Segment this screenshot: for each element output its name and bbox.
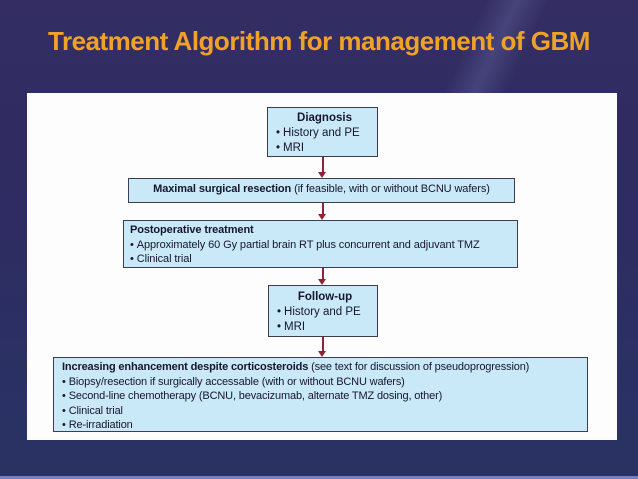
arrow-line <box>321 337 324 352</box>
bullet-text: History and PE <box>283 127 360 139</box>
flow-arrow-down <box>318 157 327 178</box>
arrow-head-icon <box>318 351 326 357</box>
arrow-line <box>321 268 324 280</box>
bullet-dot: • <box>277 306 282 318</box>
bullet-item: •MRI <box>277 320 373 335</box>
flow-arrow-down <box>318 268 327 285</box>
bullet-dot: • <box>276 127 281 139</box>
bullet-dot: • <box>62 376 66 389</box>
arrow-head-icon <box>318 172 326 178</box>
bullet-text: Re-irradiation <box>68 418 133 431</box>
bullet-item: •Approximately 60 Gy partial brain RT pl… <box>130 238 511 253</box>
flow-arrow-down <box>318 203 327 220</box>
flow-box-recurrence-management: Increasing enhancement despite corticost… <box>53 357 588 432</box>
box-title: Postoperative treatment <box>130 224 254 236</box>
bullet-item: •Re-irradiation <box>62 418 579 432</box>
arrow-line <box>321 157 324 173</box>
box-title-suffix: (if feasible, with or without BCNU wafer… <box>291 183 490 195</box>
bullet-dot: • <box>62 390 66 403</box>
bullet-dot: • <box>130 238 134 251</box>
flow-arrow-down <box>318 337 327 357</box>
arrow-head-icon <box>318 214 326 220</box>
flow-box-diagnosis: Diagnosis •History and PE •MRI <box>267 107 378 157</box>
bullet-text: MRI <box>283 142 305 154</box>
box-title: Diagnosis <box>297 112 352 124</box>
box-title-row: Increasing enhancement despite corticost… <box>62 360 579 374</box>
bullet-dot: • <box>276 142 281 154</box>
bullet-text: Clinical trial <box>136 253 192 265</box>
bullet-item: •Second-line chemotherapy (BCNU, bevaciz… <box>62 389 579 403</box>
box-title: Maximal surgical resection <box>153 183 292 195</box>
bullet-dot: • <box>130 253 134 265</box>
bullet-text: MRI <box>284 321 306 333</box>
arrow-line <box>321 203 324 215</box>
bullet-item: •Clinical trial <box>130 252 511 267</box>
arrow-head-icon <box>318 279 326 285</box>
bullet-item: •MRI <box>276 141 373 156</box>
bullet-text: Approximately 60 Gy partial brain RT plu… <box>136 238 480 251</box>
flowchart-panel: Diagnosis •History and PE •MRI Maximal s… <box>27 93 617 440</box>
box-title: Increasing enhancement despite corticost… <box>62 361 309 373</box>
box-title: Follow-up <box>297 291 353 303</box>
bullet-text: Clinical trial <box>68 404 123 417</box>
box-title-suffix: (see text for discussion of pseudoprogre… <box>308 361 530 373</box>
bullet-dot: • <box>62 404 66 417</box>
bullet-text: Second-line chemotherapy (BCNU, bevacizu… <box>68 390 443 403</box>
flow-box-follow-up: Follow-up •History and PE •MRI <box>268 285 378 337</box>
slide-title: Treatment Algorithm for management of GB… <box>48 26 590 56</box>
bullet-dot: • <box>62 418 66 431</box>
bullet-item: •Biopsy/resection if surgically accessab… <box>62 375 579 389</box>
bullet-item: •History and PE <box>276 126 373 141</box>
bullet-item: •History and PE <box>277 305 373 320</box>
bullet-item: •Clinical trial <box>62 404 579 418</box>
bullet-text: Biopsy/resection if surgically accessabl… <box>68 376 405 389</box>
bullet-text: History and PE <box>284 306 361 318</box>
flow-box-postoperative-treatment: Postoperative treatment •Approximately 6… <box>123 220 518 268</box>
bullet-dot: • <box>277 321 282 333</box>
bottom-accent-strip <box>0 476 638 479</box>
flow-box-surgical-resection: Maximal surgical resection (if feasible,… <box>128 178 515 203</box>
